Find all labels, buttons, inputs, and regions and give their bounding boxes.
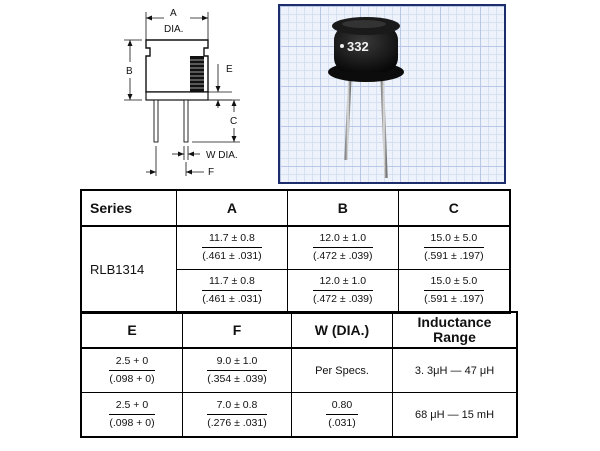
value-inch: (.472 ± .039) bbox=[313, 293, 373, 305]
value-inch: (.591 ± .197) bbox=[424, 293, 484, 305]
value-mm: 9.0 ± 1.0 bbox=[207, 355, 267, 371]
cell-f: 7.0 ± 0.8 (.276 ± .031) bbox=[182, 392, 292, 437]
value-inch: (.354 ± .039) bbox=[207, 373, 267, 385]
series-name: RLB1314 bbox=[90, 262, 145, 277]
cell-e: 2.5 + 0 (.098 + 0) bbox=[81, 348, 183, 393]
value-inch: (.031) bbox=[328, 417, 356, 429]
header-w: W (DIA.) bbox=[291, 312, 393, 349]
table-header-row: E F W (DIA.) Inductance Range bbox=[81, 312, 517, 349]
dim-a-label: A bbox=[170, 8, 177, 19]
header-f: F bbox=[182, 312, 292, 349]
dim-b-label: B bbox=[126, 66, 133, 77]
header-c: C bbox=[397, 190, 510, 227]
header-a: A bbox=[176, 190, 288, 227]
cell-a: 11.7 ± 0.8 (.461 ± .031) bbox=[176, 226, 288, 270]
cell-c: 15.0 ± 5.0 (.591 ± .197) bbox=[397, 226, 510, 270]
value-mm: 11.7 ± 0.8 bbox=[202, 232, 262, 248]
value-mm: 2.5 + 0 bbox=[109, 399, 155, 415]
header-range: Range bbox=[433, 329, 476, 345]
value-inch: (.098 + 0) bbox=[109, 417, 155, 429]
value-mm: 15.0 ± 5.0 bbox=[424, 275, 484, 291]
table-row: 2.5 + 0 (.098 + 0) 7.0 ± 0.8 (.276 ± .031)… bbox=[81, 392, 517, 437]
header-inductance: Inductance bbox=[417, 314, 492, 330]
inductor-marking: 332 bbox=[347, 39, 369, 54]
cell-f: 9.0 ± 1.0 (.354 ± .039) bbox=[182, 348, 292, 393]
dimensions-table-abc: Series A B C RLB1314 11.7 ± 0.8 (.461 ± .… bbox=[80, 189, 511, 314]
cell-c: 15.0 ± 5.0 (.591 ± .197) bbox=[397, 269, 510, 313]
value-inch: (.276 ± .031) bbox=[207, 417, 267, 429]
table-row: 2.5 + 0 (.098 + 0) 9.0 ± 1.0 (.354 ± .039)… bbox=[81, 348, 517, 393]
table-row: RLB1314 11.7 ± 0.8 (.461 ± .031) 12.0 ± 1… bbox=[81, 226, 510, 277]
cell-w: 0.80 (.031) bbox=[291, 392, 393, 437]
dim-a-dia-label: DIA. bbox=[164, 24, 183, 35]
dim-w-label: W DIA. bbox=[206, 150, 238, 161]
cell-b: 12.0 ± 1.0 (.472 ± .039) bbox=[286, 269, 399, 313]
inductor-outline-drawing: A DIA. B E bbox=[124, 8, 240, 178]
value-mm: 11.7 ± 0.8 bbox=[202, 275, 262, 291]
value-mm: 7.0 ± 0.8 bbox=[207, 399, 267, 415]
value-mm: 0.80 bbox=[325, 399, 359, 415]
cell-range: 3. 3μH — 47 μH bbox=[392, 348, 517, 393]
value-mm: 15.0 ± 5.0 bbox=[424, 232, 484, 248]
product-photo: 332 bbox=[278, 4, 506, 184]
value-inch: (.591 ± .197) bbox=[424, 250, 484, 262]
value-mm: 12.0 ± 1.0 bbox=[313, 275, 373, 291]
table-row: 11.7 ± 0.8 (.461 ± .031) 12.0 ± 1.0 (.472 … bbox=[81, 269, 510, 313]
dim-f-label: F bbox=[208, 167, 214, 178]
table-header-row: Series A B C bbox=[81, 190, 510, 227]
value-inch: (.461 ± .031) bbox=[202, 250, 262, 262]
header-b: B bbox=[286, 190, 399, 227]
cell-b: 12.0 ± 1.0 (.472 ± .039) bbox=[286, 226, 399, 270]
dimensions-table-efw: E F W (DIA.) Inductance Range 2.5 + 0 (.0… bbox=[80, 311, 518, 438]
header-series: Series bbox=[81, 190, 177, 227]
inductor-photo-illustration: 332 bbox=[328, 17, 404, 179]
dim-e-label: E bbox=[226, 64, 233, 75]
header-inductance-range: Inductance Range bbox=[392, 312, 517, 349]
dimension-drawing: A DIA. B E bbox=[112, 4, 262, 180]
header-e: E bbox=[81, 312, 183, 349]
value-inch: (.472 ± .039) bbox=[313, 250, 373, 262]
value-inch: (.461 ± .031) bbox=[202, 293, 262, 305]
cell-e: 2.5 + 0 (.098 + 0) bbox=[81, 392, 183, 437]
value-mm: 2.5 + 0 bbox=[109, 355, 155, 371]
cell-a: 11.7 ± 0.8 (.461 ± .031) bbox=[176, 269, 288, 313]
value-mm: 12.0 ± 1.0 bbox=[313, 232, 373, 248]
value-inch: (.098 + 0) bbox=[109, 373, 155, 385]
cell-w: Per Specs. bbox=[291, 348, 393, 393]
dim-c-label: C bbox=[230, 116, 237, 127]
cell-range: 68 μH — 15 mH bbox=[392, 392, 517, 437]
